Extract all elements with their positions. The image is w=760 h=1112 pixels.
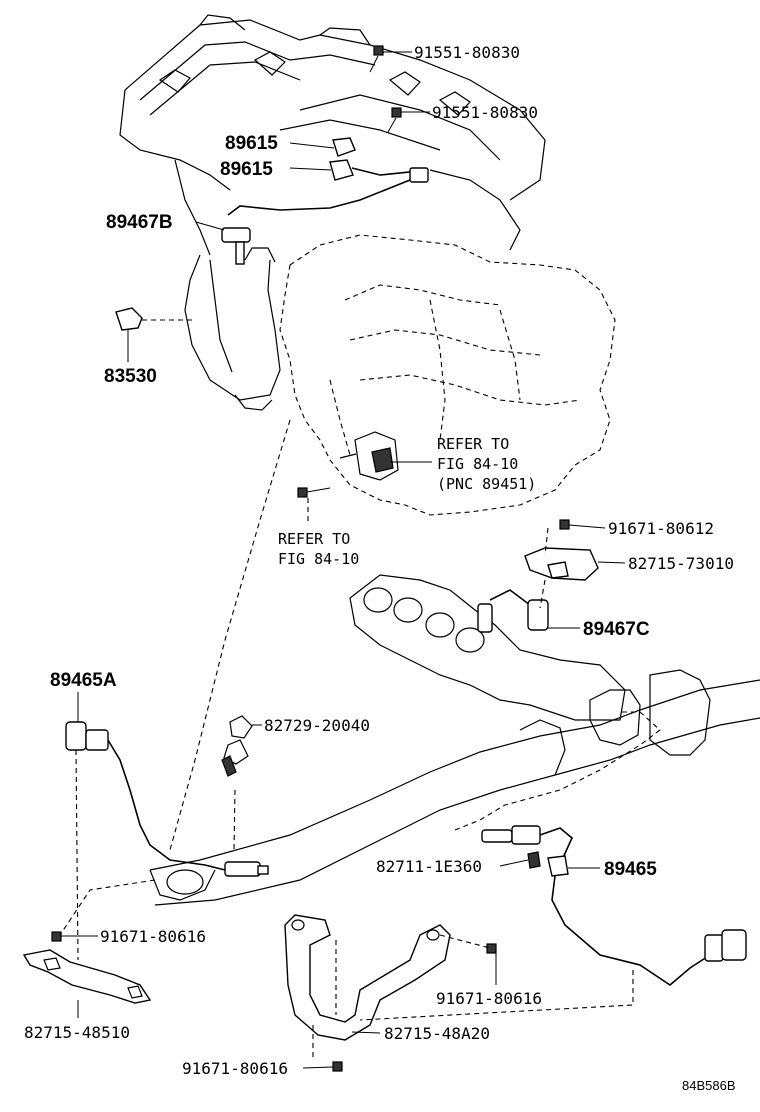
pressure-switch-icon [115,307,143,331]
label-89465A[interactable]: 89465A [50,670,117,691]
label-82729-20040[interactable]: 82729-20040 [264,716,370,735]
clamp-icon [221,715,253,777]
bolt-icon [369,45,402,133]
knock-sensor-icon [329,137,429,183]
exhaust-pipe-icon [149,669,760,906]
oxygen-sensor-rear-icon [481,825,747,987]
bracket-73010-icon [524,519,599,581]
engine-assembly [119,14,616,516]
bolt-icon [297,487,331,498]
leader-lines [61,51,626,1069]
oxygen-sensor-a-icon [65,721,269,877]
label-91551-80830-b[interactable]: 91551-80830 [432,103,538,122]
label-91551-80830-a[interactable]: 91551-80830 [414,43,520,62]
label-89615-b[interactable]: 89615 [220,159,273,180]
refer-note-2-line2: FIG 84-10 [278,550,359,568]
label-91671-80612[interactable]: 91671-80612 [608,519,714,538]
label-82715-48A20[interactable]: 82715-48A20 [384,1024,490,1043]
bracket-48a20-icon [284,914,497,1072]
label-82715-73010[interactable]: 82715-73010 [628,554,734,573]
label-91671-80616-c[interactable]: 91671-80616 [182,1059,288,1078]
exhaust-manifold-icon [349,574,626,721]
label-89465[interactable]: 89465 [604,859,657,880]
label-89467B[interactable]: 89467B [106,212,173,233]
refer-note-2-line1: REFER TO [278,530,350,548]
label-89615-a[interactable]: 89615 [225,133,278,154]
figure-code: 84B586B [682,1078,736,1093]
label-89467C[interactable]: 89467C [583,619,650,640]
refer-note-1-line2: FIG 84-10 [437,455,518,473]
bracket-48510-icon [22,931,152,1004]
label-83530[interactable]: 83530 [104,366,157,387]
refer-note-1-line1: REFER TO [437,435,509,453]
label-82711-1E360[interactable]: 82711-1E360 [376,857,482,876]
label-91671-80616-a[interactable]: 91671-80616 [100,927,206,946]
guide-lines [59,319,661,1060]
label-82715-48510[interactable]: 82715-48510 [24,1023,130,1042]
label-91671-80616-b[interactable]: 91671-80616 [436,989,542,1008]
refer-note-1-line3: (PNC 89451) [437,475,536,493]
air-fuel-sensor-b-icon [221,179,411,265]
